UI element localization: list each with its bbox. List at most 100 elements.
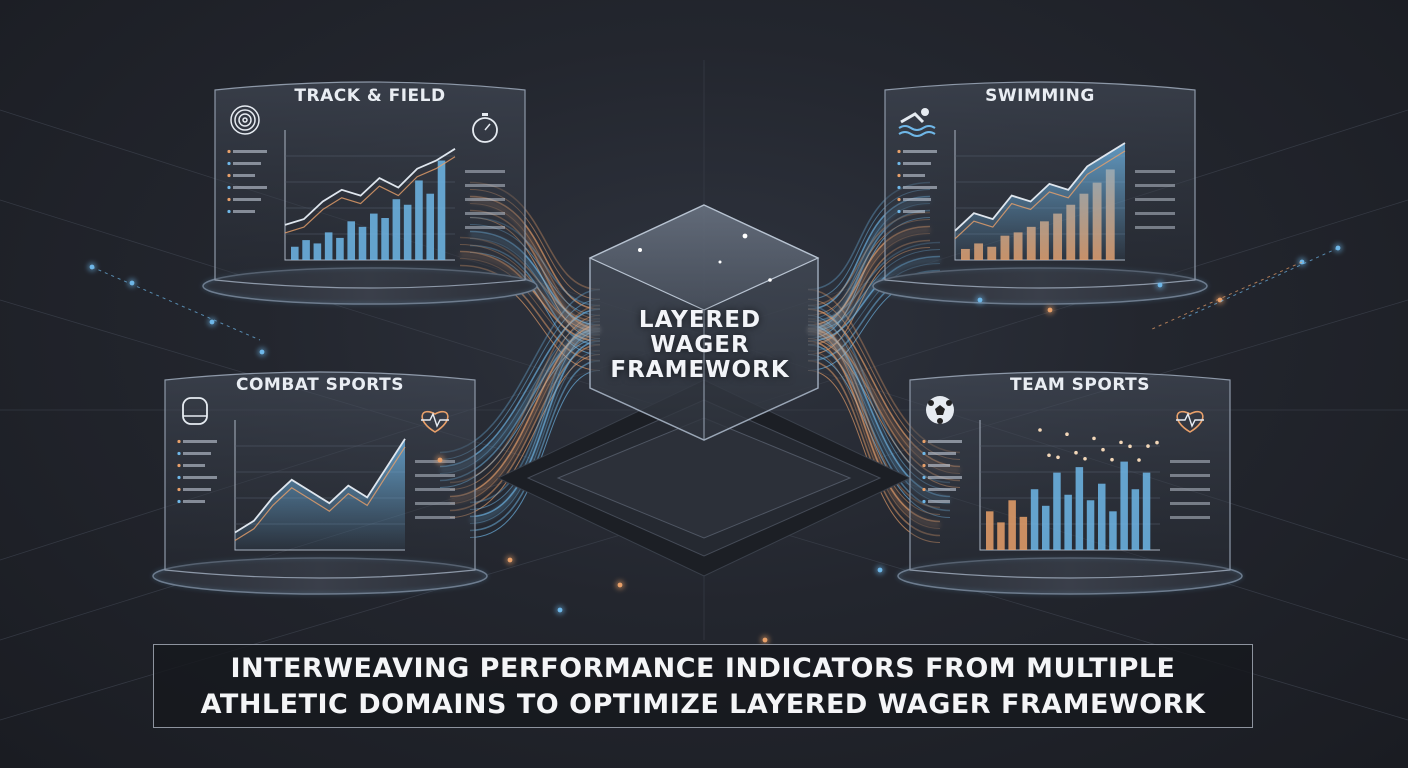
legend-stub bbox=[233, 150, 267, 153]
chart-point bbox=[1065, 432, 1069, 437]
legend-dot bbox=[177, 451, 181, 456]
chart-bar bbox=[392, 199, 401, 260]
chart-bar bbox=[1109, 511, 1117, 550]
chart-point bbox=[1119, 440, 1123, 445]
chart-bar bbox=[403, 204, 412, 260]
chart-line bbox=[954, 142, 1126, 232]
swimmer-icon bbox=[898, 108, 936, 137]
chart-point bbox=[1137, 458, 1141, 462]
chart-bar bbox=[986, 511, 994, 550]
chart-bar bbox=[336, 237, 344, 260]
chart-line-secondary bbox=[284, 156, 456, 234]
panel-title-team: TEAM SPORTS bbox=[1009, 375, 1151, 395]
side-stub bbox=[1135, 212, 1175, 215]
legend-dot bbox=[897, 173, 901, 178]
legend-stub bbox=[903, 186, 937, 189]
chart-bar bbox=[1053, 472, 1061, 550]
sparkle-halo bbox=[875, 565, 885, 575]
soccer-ball-icon bbox=[926, 396, 954, 424]
sport-panels bbox=[152, 81, 1243, 595]
chart-bar bbox=[437, 160, 446, 260]
legend-stub bbox=[903, 162, 931, 165]
panel-team bbox=[897, 371, 1243, 595]
legend-stub bbox=[183, 464, 205, 467]
stream-glow bbox=[469, 327, 601, 523]
chart-bar bbox=[1064, 494, 1072, 550]
side-stub bbox=[415, 502, 455, 505]
legend-dot bbox=[897, 197, 901, 202]
sparkle-ray bbox=[91, 266, 261, 341]
core-label-line3: FRAMEWORK bbox=[610, 357, 790, 383]
caption-box: INTERWEAVING PERFORMANCE INDICATORS FROM… bbox=[153, 644, 1253, 728]
legend-stub bbox=[903, 174, 925, 177]
stopwatch-icon bbox=[472, 113, 498, 143]
panel-swim bbox=[872, 81, 1208, 305]
legend-stub bbox=[233, 162, 261, 165]
legend-dot bbox=[897, 185, 901, 190]
legend-stub bbox=[183, 452, 211, 455]
chart-bar bbox=[1098, 483, 1106, 550]
sparkle-halo bbox=[127, 278, 137, 288]
chart-bar bbox=[347, 221, 356, 260]
legend-stub bbox=[183, 476, 217, 479]
sparkle-halo bbox=[555, 605, 565, 615]
sparkle-halo bbox=[615, 580, 625, 590]
side-stub bbox=[1135, 184, 1175, 187]
sparkle-halo bbox=[435, 455, 445, 465]
chart-point bbox=[1092, 436, 1096, 441]
chart-bar bbox=[1019, 516, 1028, 550]
side-stub bbox=[465, 226, 505, 229]
panel-title-track: TRACK & FIELD bbox=[294, 86, 446, 106]
legend-dot bbox=[897, 209, 901, 214]
legend-stub bbox=[233, 186, 267, 189]
sparkle-halo bbox=[1215, 295, 1225, 305]
core-label: LAYERED WAGER FRAMEWORK bbox=[570, 308, 830, 383]
chart-point bbox=[1110, 457, 1114, 462]
chart-bar bbox=[415, 180, 423, 260]
sparkle-halo bbox=[1155, 280, 1165, 290]
side-stub bbox=[1170, 474, 1210, 477]
legend-stub bbox=[183, 500, 205, 503]
legend-dot bbox=[177, 439, 181, 444]
chart-point bbox=[1056, 455, 1060, 460]
side-stub bbox=[1135, 226, 1175, 229]
legend-stub bbox=[928, 500, 950, 503]
legend-dot bbox=[922, 475, 926, 480]
legend-dot bbox=[177, 487, 181, 492]
legend-dot bbox=[922, 451, 926, 456]
legend-stub bbox=[183, 488, 211, 491]
legend-dot bbox=[897, 161, 901, 166]
legend-stub bbox=[928, 488, 956, 491]
legend-stub bbox=[903, 210, 925, 213]
legend-stub bbox=[233, 210, 255, 213]
side-stub bbox=[1135, 170, 1175, 173]
legend-stub bbox=[903, 198, 931, 201]
sparkle-halo bbox=[207, 317, 217, 327]
sparkle-halo bbox=[760, 635, 770, 645]
legend-dot bbox=[227, 161, 231, 166]
legend-dot bbox=[922, 439, 926, 444]
chart-point bbox=[1074, 450, 1078, 455]
heartbeat-icon bbox=[1176, 410, 1204, 433]
side-stub bbox=[415, 474, 455, 477]
legend-stub bbox=[183, 440, 217, 443]
chart-bar bbox=[302, 240, 310, 260]
panel-title-swim: SWIMMING bbox=[985, 86, 1095, 106]
chart-bar bbox=[370, 213, 378, 260]
stream-line bbox=[449, 354, 601, 518]
legend-dot bbox=[922, 487, 926, 492]
legend-stub bbox=[928, 452, 956, 455]
sparkle-halo bbox=[505, 555, 515, 565]
side-stub bbox=[1170, 516, 1210, 519]
sparkle-halo bbox=[1045, 305, 1055, 315]
legend-dot bbox=[922, 463, 926, 468]
chart-point bbox=[1047, 453, 1051, 458]
legend-stub bbox=[233, 174, 255, 177]
chart-line-secondary bbox=[234, 446, 406, 542]
chart-point bbox=[1128, 444, 1132, 449]
chart-bar bbox=[324, 232, 333, 260]
legend-dot bbox=[177, 463, 181, 468]
chart-bar bbox=[1030, 489, 1039, 550]
chart-bar bbox=[1131, 489, 1140, 550]
